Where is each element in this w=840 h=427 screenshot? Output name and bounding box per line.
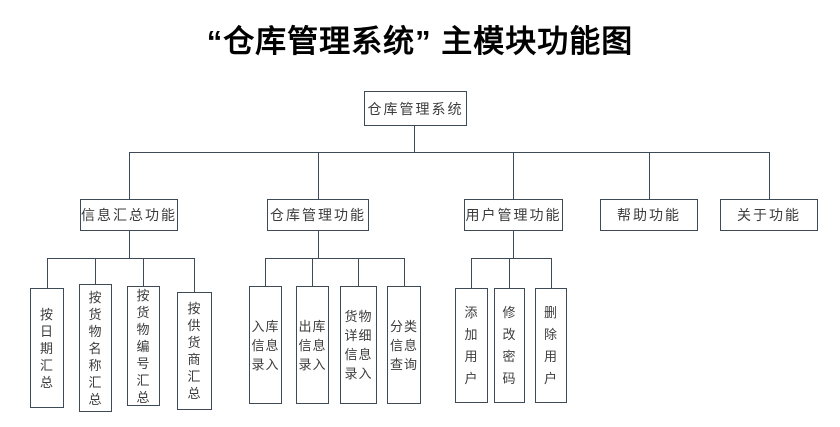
connector-g2-drop-1 <box>265 258 266 286</box>
connector-drop-info-summary <box>129 152 130 199</box>
connector-drop-help <box>649 152 650 199</box>
leaf-summary-by-goods-number: 按 货 物 编 号 汇 总 <box>127 286 160 406</box>
connector-g1-drop-1 <box>47 258 48 288</box>
connector-g3-drop-1 <box>471 258 472 288</box>
connector-g3-bus <box>471 258 552 259</box>
node-user-mgmt: 用户管理功能 <box>464 199 563 231</box>
leaf-outbound-info-entry: 出库 信息 录入 <box>296 286 329 404</box>
connector-root-stem <box>414 126 415 152</box>
connector-g2-drop-4 <box>404 258 405 286</box>
diagram-title: “仓库管理系统” 主模块功能图 <box>206 24 634 59</box>
connector-g2-bus <box>265 258 404 259</box>
connector-g1-drop-2 <box>95 258 96 284</box>
connector-g3-drop-2 <box>509 258 510 288</box>
node-help: 帮助功能 <box>600 199 698 231</box>
leaf-add-user: 添 加 用 户 <box>455 288 488 403</box>
leaf-goods-detail-info-entry: 货物 详细 信息 录入 <box>340 286 377 404</box>
leaf-summary-by-goods-name: 按 货 物 名 称 汇 总 <box>79 284 112 412</box>
connector-g2-stem <box>318 231 319 258</box>
connector-drop-about <box>769 152 770 199</box>
connector-g1-drop-3 <box>143 258 144 286</box>
connector-g3-drop-3 <box>551 258 552 288</box>
connector-g1-bus <box>47 258 195 259</box>
leaf-summary-by-supplier: 按 供 货 商 汇 总 <box>177 292 212 410</box>
leaf-category-info-query: 分类 信息 查询 <box>387 286 421 404</box>
connector-level2-bus <box>129 152 770 153</box>
connector-g1-stem <box>129 231 130 258</box>
node-about: 关于功能 <box>720 199 818 231</box>
connector-drop-user-mgmt <box>513 152 514 199</box>
leaf-summary-by-date: 按 日 期 汇 总 <box>30 288 64 408</box>
connector-drop-warehouse-mgmt <box>318 152 319 199</box>
node-info-summary: 信息汇总功能 <box>80 199 178 231</box>
node-warehouse-mgmt: 仓库管理功能 <box>267 199 369 231</box>
connector-g1-drop-4 <box>194 258 195 292</box>
connector-g2-drop-2 <box>312 258 313 286</box>
leaf-inbound-info-entry: 入库 信息 录入 <box>249 286 282 404</box>
connector-g2-drop-3 <box>358 258 359 286</box>
leaf-delete-user: 删 除 用 户 <box>535 288 567 403</box>
connector-g3-stem <box>513 231 514 258</box>
node-root-warehouse-system: 仓库管理系统 <box>364 91 467 126</box>
leaf-change-password: 修 改 密 码 <box>494 288 525 403</box>
